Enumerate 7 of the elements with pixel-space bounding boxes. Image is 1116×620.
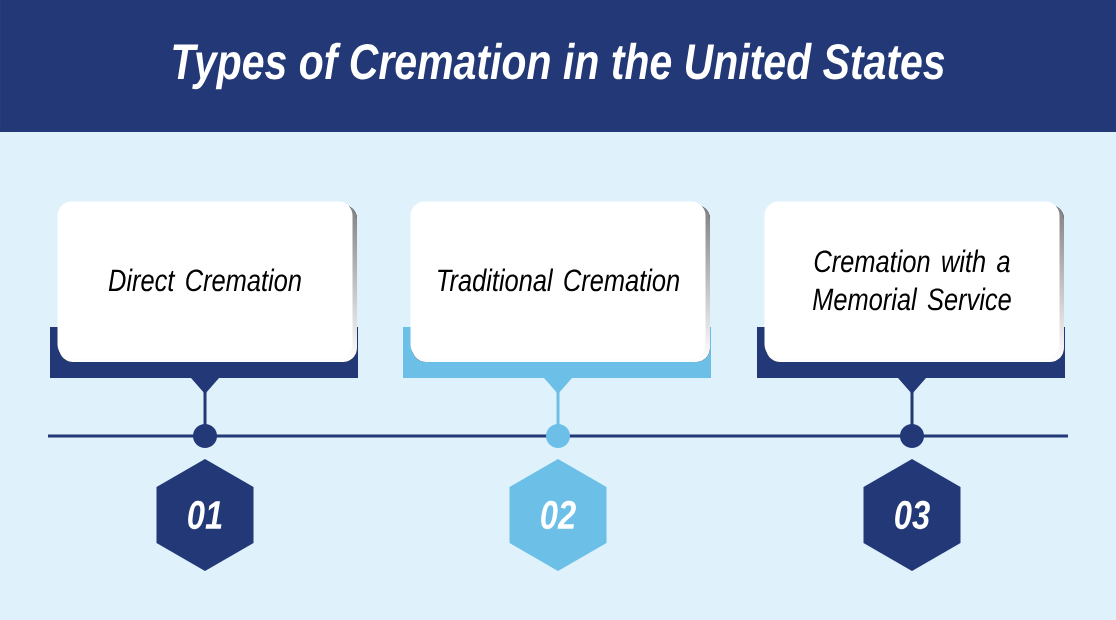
- callout-card-drawing: Direct Cremation: [50, 201, 358, 448]
- callout-card-drawing: Traditional Cremation: [403, 201, 711, 448]
- callout-card-drawing: Cremation with a Memorial Service: [757, 201, 1065, 448]
- number-hexagon: 02: [509, 459, 607, 571]
- number-hexagon: 03: [863, 459, 961, 571]
- number-hexagon: 01: [156, 459, 254, 571]
- title-banner: Types of Cremation in the United States: [0, 0, 1116, 132]
